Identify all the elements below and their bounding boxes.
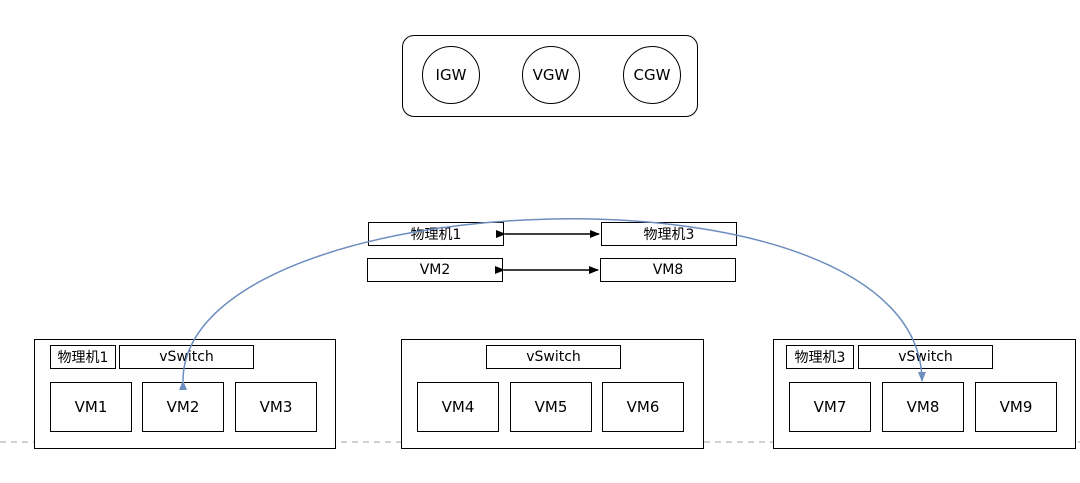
host-1-label: 物理机1 <box>50 345 116 369</box>
vm2-to-vm8-route-arrow <box>178 218 926 391</box>
vm-8: VM8 <box>882 382 964 432</box>
vgw-node: VGW <box>522 46 580 104</box>
host-1: 物理机1 vSwitch VM1 VM2 VM3 <box>34 339 336 449</box>
map-row2-left: VM2 <box>367 258 503 282</box>
vm-3: VM3 <box>235 382 317 432</box>
host-3-label: 物理机3 <box>786 345 854 369</box>
host-2: vSwitch VM4 VM5 VM6 <box>401 339 704 449</box>
host-2-vswitch: vSwitch <box>486 345 621 369</box>
map-row1-left: 物理机1 <box>368 222 504 246</box>
host-1-vswitch: vSwitch <box>119 345 254 369</box>
vm-5: VM5 <box>510 382 592 432</box>
host-3: 物理机3 vSwitch VM7 VM8 VM9 <box>773 339 1076 449</box>
map-row1-right: 物理机3 <box>601 222 737 246</box>
vm-9: VM9 <box>975 382 1057 432</box>
map-row2-right: VM8 <box>600 258 736 282</box>
cgw-node: CGW <box>623 46 681 104</box>
host-3-vswitch: vSwitch <box>858 345 993 369</box>
vm-1: VM1 <box>50 382 132 432</box>
vm-6: VM6 <box>602 382 684 432</box>
igw-node: IGW <box>422 46 480 104</box>
gateway-group: IGW VGW CGW <box>402 35 698 117</box>
